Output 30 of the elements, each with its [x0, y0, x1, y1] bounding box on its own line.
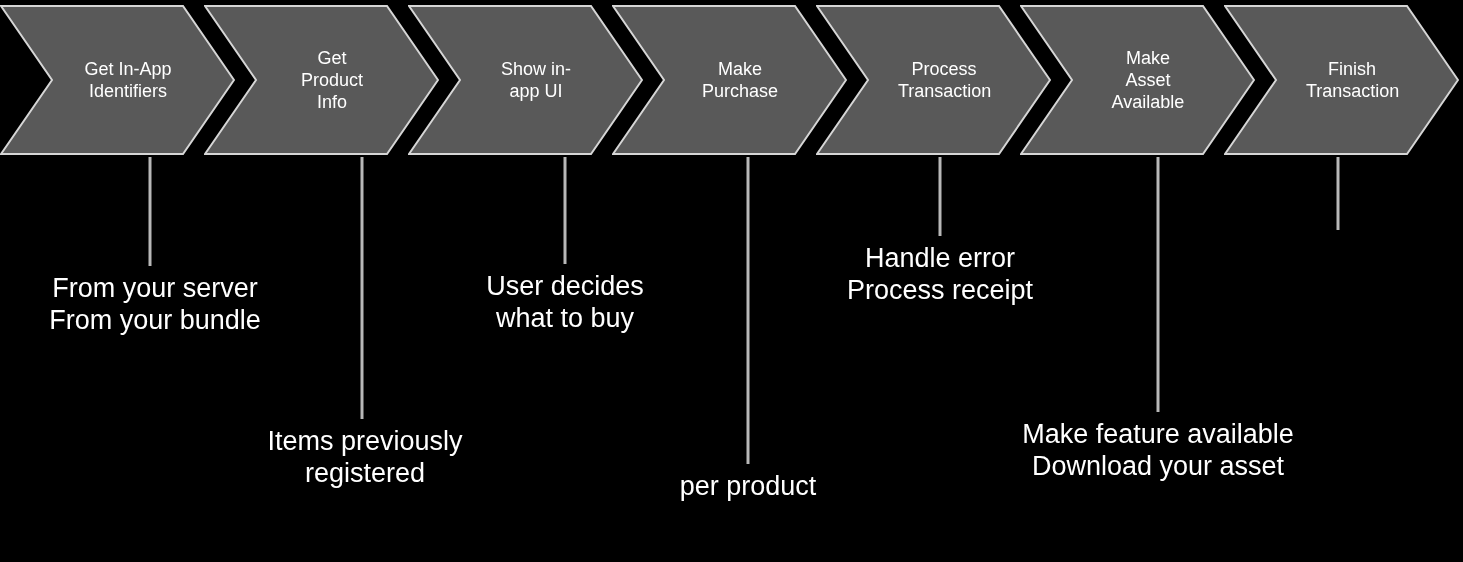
- step-note: Handle error: [864, 242, 1016, 274]
- chevron-step: [204, 5, 439, 155]
- step-label: Get In-App Identifiers: [83, 58, 173, 102]
- connector-line: [360, 157, 364, 419]
- step-label: Show in-app UI: [499, 58, 572, 102]
- chevron-step: [1224, 5, 1459, 155]
- chevron-step: [1020, 5, 1255, 155]
- step-note: Process receipt: [846, 274, 1034, 306]
- step-label: Make Purchase: [700, 58, 779, 102]
- step-note: From your server: [52, 272, 258, 304]
- connector-line: [148, 157, 152, 266]
- step-note: Items previously registered: [266, 425, 464, 489]
- connector-line: [746, 157, 750, 464]
- connector-line: [1156, 157, 1160, 412]
- step-note: Make feature available: [1022, 418, 1294, 450]
- step-note: per product: [679, 470, 817, 502]
- step-label: Make Asset Available: [1110, 47, 1186, 113]
- chevron-step: [408, 5, 643, 155]
- connector-line: [938, 157, 942, 236]
- step-note: Download your asset: [1031, 450, 1285, 482]
- chevron-step: [612, 5, 847, 155]
- step-label: Process Transaction: [897, 58, 990, 102]
- connector-line: [1336, 157, 1340, 230]
- step-label: Finish Transaction: [1305, 58, 1398, 102]
- step-note: From your bundle: [49, 304, 261, 336]
- step-note: User decides what to buy: [485, 270, 645, 334]
- chevron-step: [816, 5, 1051, 155]
- step-label: Get Product Info: [299, 47, 364, 113]
- chevron-step: [0, 5, 235, 155]
- connector-line: [563, 157, 567, 264]
